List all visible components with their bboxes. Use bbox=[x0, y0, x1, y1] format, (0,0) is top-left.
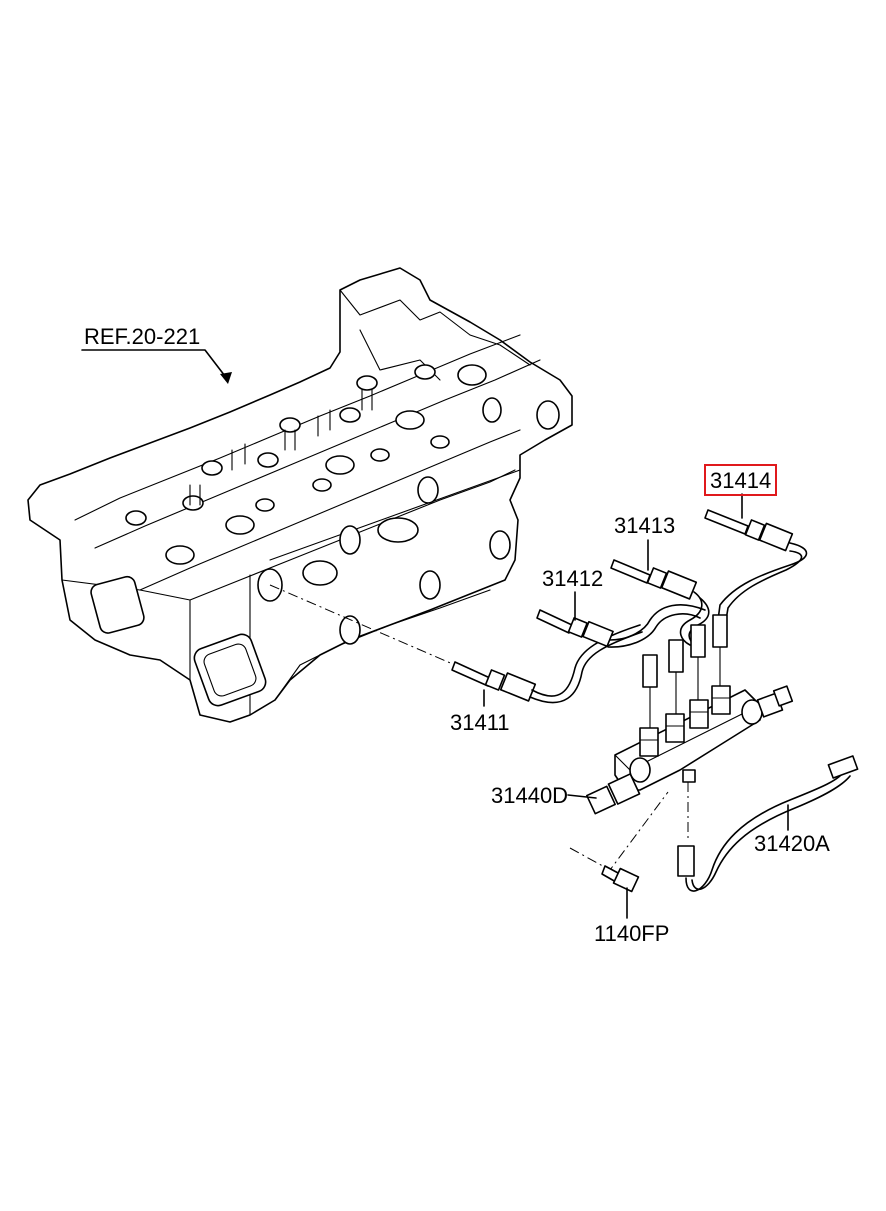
highlight-box-31414 bbox=[704, 464, 777, 496]
common-rail bbox=[586, 614, 794, 815]
leader-lines bbox=[483, 493, 789, 919]
part-label-31440D: 31440D bbox=[491, 783, 568, 808]
cylinder-head-illustration bbox=[27, 267, 573, 723]
injector-pipe-31412 bbox=[536, 604, 706, 648]
part-label-31420A: 31420A bbox=[754, 831, 830, 856]
part-label-31413: 31413 bbox=[614, 513, 675, 538]
alignment-centerline bbox=[269, 584, 456, 666]
injector-pipe-31414 bbox=[704, 509, 808, 621]
ref-callout bbox=[81, 349, 232, 384]
part-label-31414: 31414 bbox=[710, 468, 771, 493]
part-label-1140FP: 1140FP bbox=[594, 921, 669, 946]
injector-pipe-31413 bbox=[610, 559, 710, 647]
part-label-31411: 31411 bbox=[450, 710, 510, 735]
injector-pipe-31411 bbox=[451, 624, 643, 704]
return-hose-31420A bbox=[677, 755, 859, 892]
ref-label: REF.20-221 bbox=[84, 324, 200, 349]
part-label-31412: 31412 bbox=[542, 566, 603, 591]
bolt-1140FP bbox=[569, 791, 669, 893]
